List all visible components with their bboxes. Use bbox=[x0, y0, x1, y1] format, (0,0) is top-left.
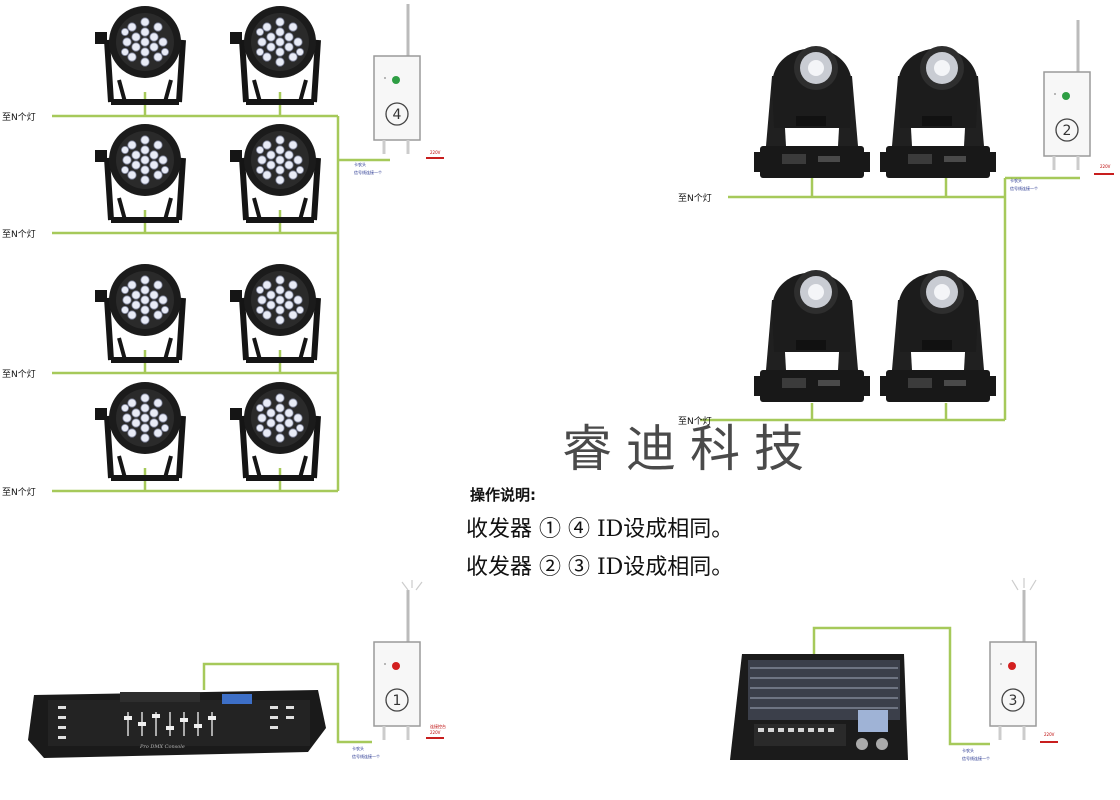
par-light bbox=[230, 6, 318, 102]
instructions-title: 操作说明: bbox=[470, 486, 536, 504]
connector-note: 信号线连接一个 bbox=[354, 169, 382, 175]
connector-note: 卡农头 bbox=[352, 745, 364, 751]
voltage-note: 220V bbox=[1100, 164, 1111, 169]
par-array: 至N个灯 至N个灯 至N个灯 至N个灯 bbox=[2, 6, 390, 498]
transceiver-4: 4 220V 卡农头 信号线连接一个 bbox=[354, 2, 444, 175]
connector-note: 信号线连接一个 bbox=[962, 755, 990, 761]
to-n-lights-label: 至N个灯 bbox=[678, 193, 712, 204]
par-light bbox=[230, 382, 318, 478]
moving-head-light bbox=[754, 270, 870, 402]
par-light bbox=[95, 124, 183, 220]
connector-note: 信号线连接一个 bbox=[352, 753, 380, 759]
to-n-lights-label: 至N个灯 bbox=[2, 369, 36, 380]
instructions-line-2: 收发器 ② ③ ID设成相同。 bbox=[466, 555, 733, 580]
moving-head-wiring bbox=[700, 176, 1080, 422]
console-brand-text: Pro DMX Console bbox=[139, 744, 185, 750]
moving-head-array: 至N个灯 至N个灯 bbox=[678, 46, 1080, 427]
instructions-line-1: 收发器 ① ④ ID设成相同。 bbox=[466, 517, 733, 542]
connector-note: 信号线连接一个 bbox=[1010, 185, 1038, 191]
to-n-lights-label: 至N个灯 bbox=[2, 229, 36, 240]
brand-watermark: 睿迪科技 bbox=[562, 420, 818, 478]
transceiver-id: 1 bbox=[393, 693, 402, 709]
status-led-icon bbox=[392, 76, 400, 84]
to-n-lights-label: 至N个灯 bbox=[2, 487, 36, 498]
transceiver-id: 2 bbox=[1063, 123, 1072, 139]
connector-note: 卡农头 bbox=[962, 747, 974, 753]
status-led-icon bbox=[392, 662, 400, 670]
transceiver-2: 2 220V 卡农头 信号线连接一个 bbox=[1010, 18, 1114, 191]
connect-console-note: 连接控台 bbox=[430, 723, 446, 729]
transceiver-id: 3 bbox=[1009, 693, 1018, 709]
transceiver-1: 1 连接控台 220V 卡农头 信号线连接一个 bbox=[352, 588, 446, 759]
transceiver-3: 3 220V 卡农头 信号线连接一个 bbox=[962, 588, 1058, 761]
moving-head-light bbox=[754, 46, 870, 178]
par-light bbox=[230, 124, 318, 220]
dmx-console-small: Pro DMX Console bbox=[28, 662, 372, 758]
antenna-signal-icon bbox=[401, 580, 423, 591]
status-led-icon bbox=[1062, 92, 1070, 100]
par-light bbox=[95, 6, 183, 102]
connector-note: 卡农头 bbox=[1010, 177, 1022, 183]
voltage-note: 220V bbox=[430, 150, 441, 155]
par-light bbox=[95, 264, 183, 360]
voltage-note: 220V bbox=[430, 730, 441, 735]
moving-head-light bbox=[880, 46, 996, 178]
moving-head-light bbox=[880, 270, 996, 402]
antenna-signal-icon bbox=[1011, 578, 1037, 591]
to-n-lights-label: 至N个灯 bbox=[678, 416, 712, 427]
voltage-note: 220V bbox=[1044, 732, 1055, 737]
connector-note: 卡农头 bbox=[354, 161, 366, 167]
lighting-console-large bbox=[730, 626, 990, 760]
to-n-lights-label: 至N个灯 bbox=[2, 112, 36, 123]
transceiver-id: 4 bbox=[393, 107, 402, 123]
status-led-icon bbox=[1008, 662, 1016, 670]
par-light bbox=[230, 264, 318, 360]
par-light bbox=[95, 382, 183, 478]
